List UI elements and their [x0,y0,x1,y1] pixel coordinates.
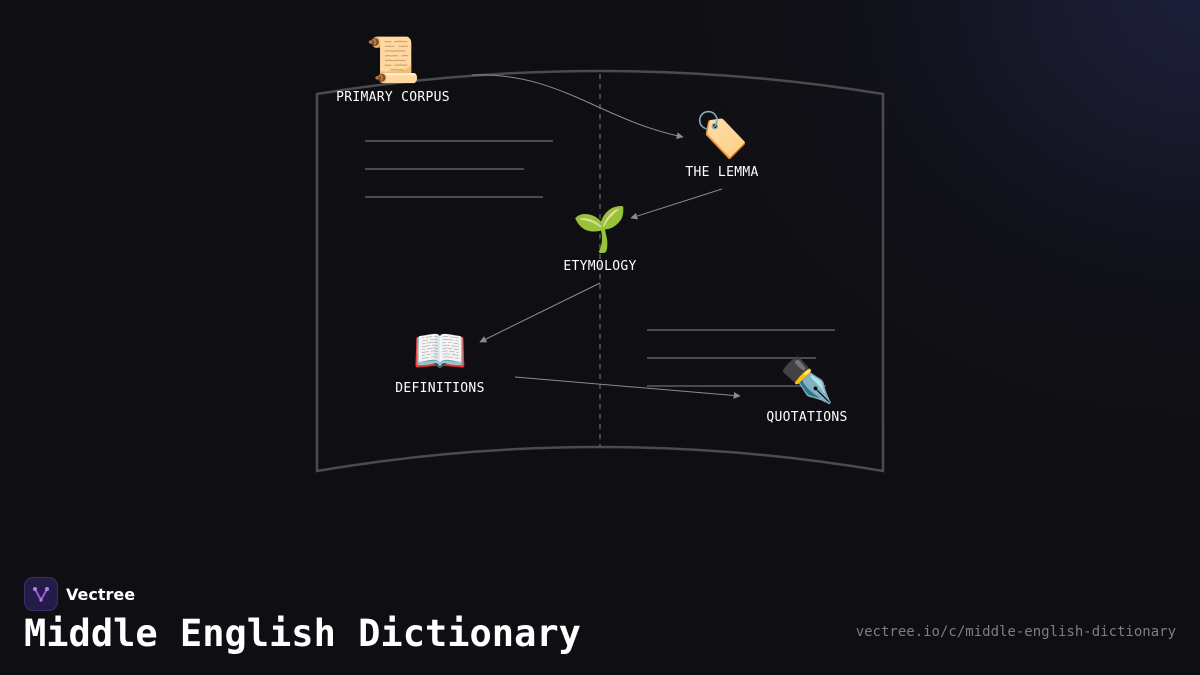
connector-corpus-to-lemma [471,74,684,140]
tag-icon: 🏷️ [694,110,750,161]
connector-lemma-to-etymology [630,188,723,220]
node-label: DEFINITIONS [395,381,485,396]
node-label: PRIMARY CORPUS [336,90,450,105]
node-etymology: 🌱 ETYMOLOGY [563,204,637,275]
node-primary-corpus: 📜 PRIMARY CORPUS [336,35,450,106]
book-outline [315,69,885,473]
scroll-icon: 📜 [365,35,421,86]
node-label: THE LEMMA [685,165,759,180]
node-quotations: ✒️ QUOTATIONS [766,355,848,426]
connector-etymology-to-definitions [479,282,601,343]
fountain-pen-icon: ✒️ [779,355,835,406]
brand: Vectree [24,577,135,611]
connector-definitions-to-quotations [514,376,741,399]
page-title: Middle English Dictionary [24,612,581,655]
vectree-logo-icon [24,577,58,611]
page-url[interactable]: vectree.io/c/middle-english-dictionary [855,624,1176,640]
node-label: QUOTATIONS [766,410,848,425]
node-the-lemma: 🏷️ THE LEMMA [685,110,759,181]
brand-name: Vectree [66,584,136,604]
node-label: ETYMOLOGY [563,259,637,274]
node-definitions: 📖 DEFINITIONS [395,326,485,397]
seedling-icon: 🌱 [572,204,628,255]
open-book-icon: 📖 [412,326,468,377]
